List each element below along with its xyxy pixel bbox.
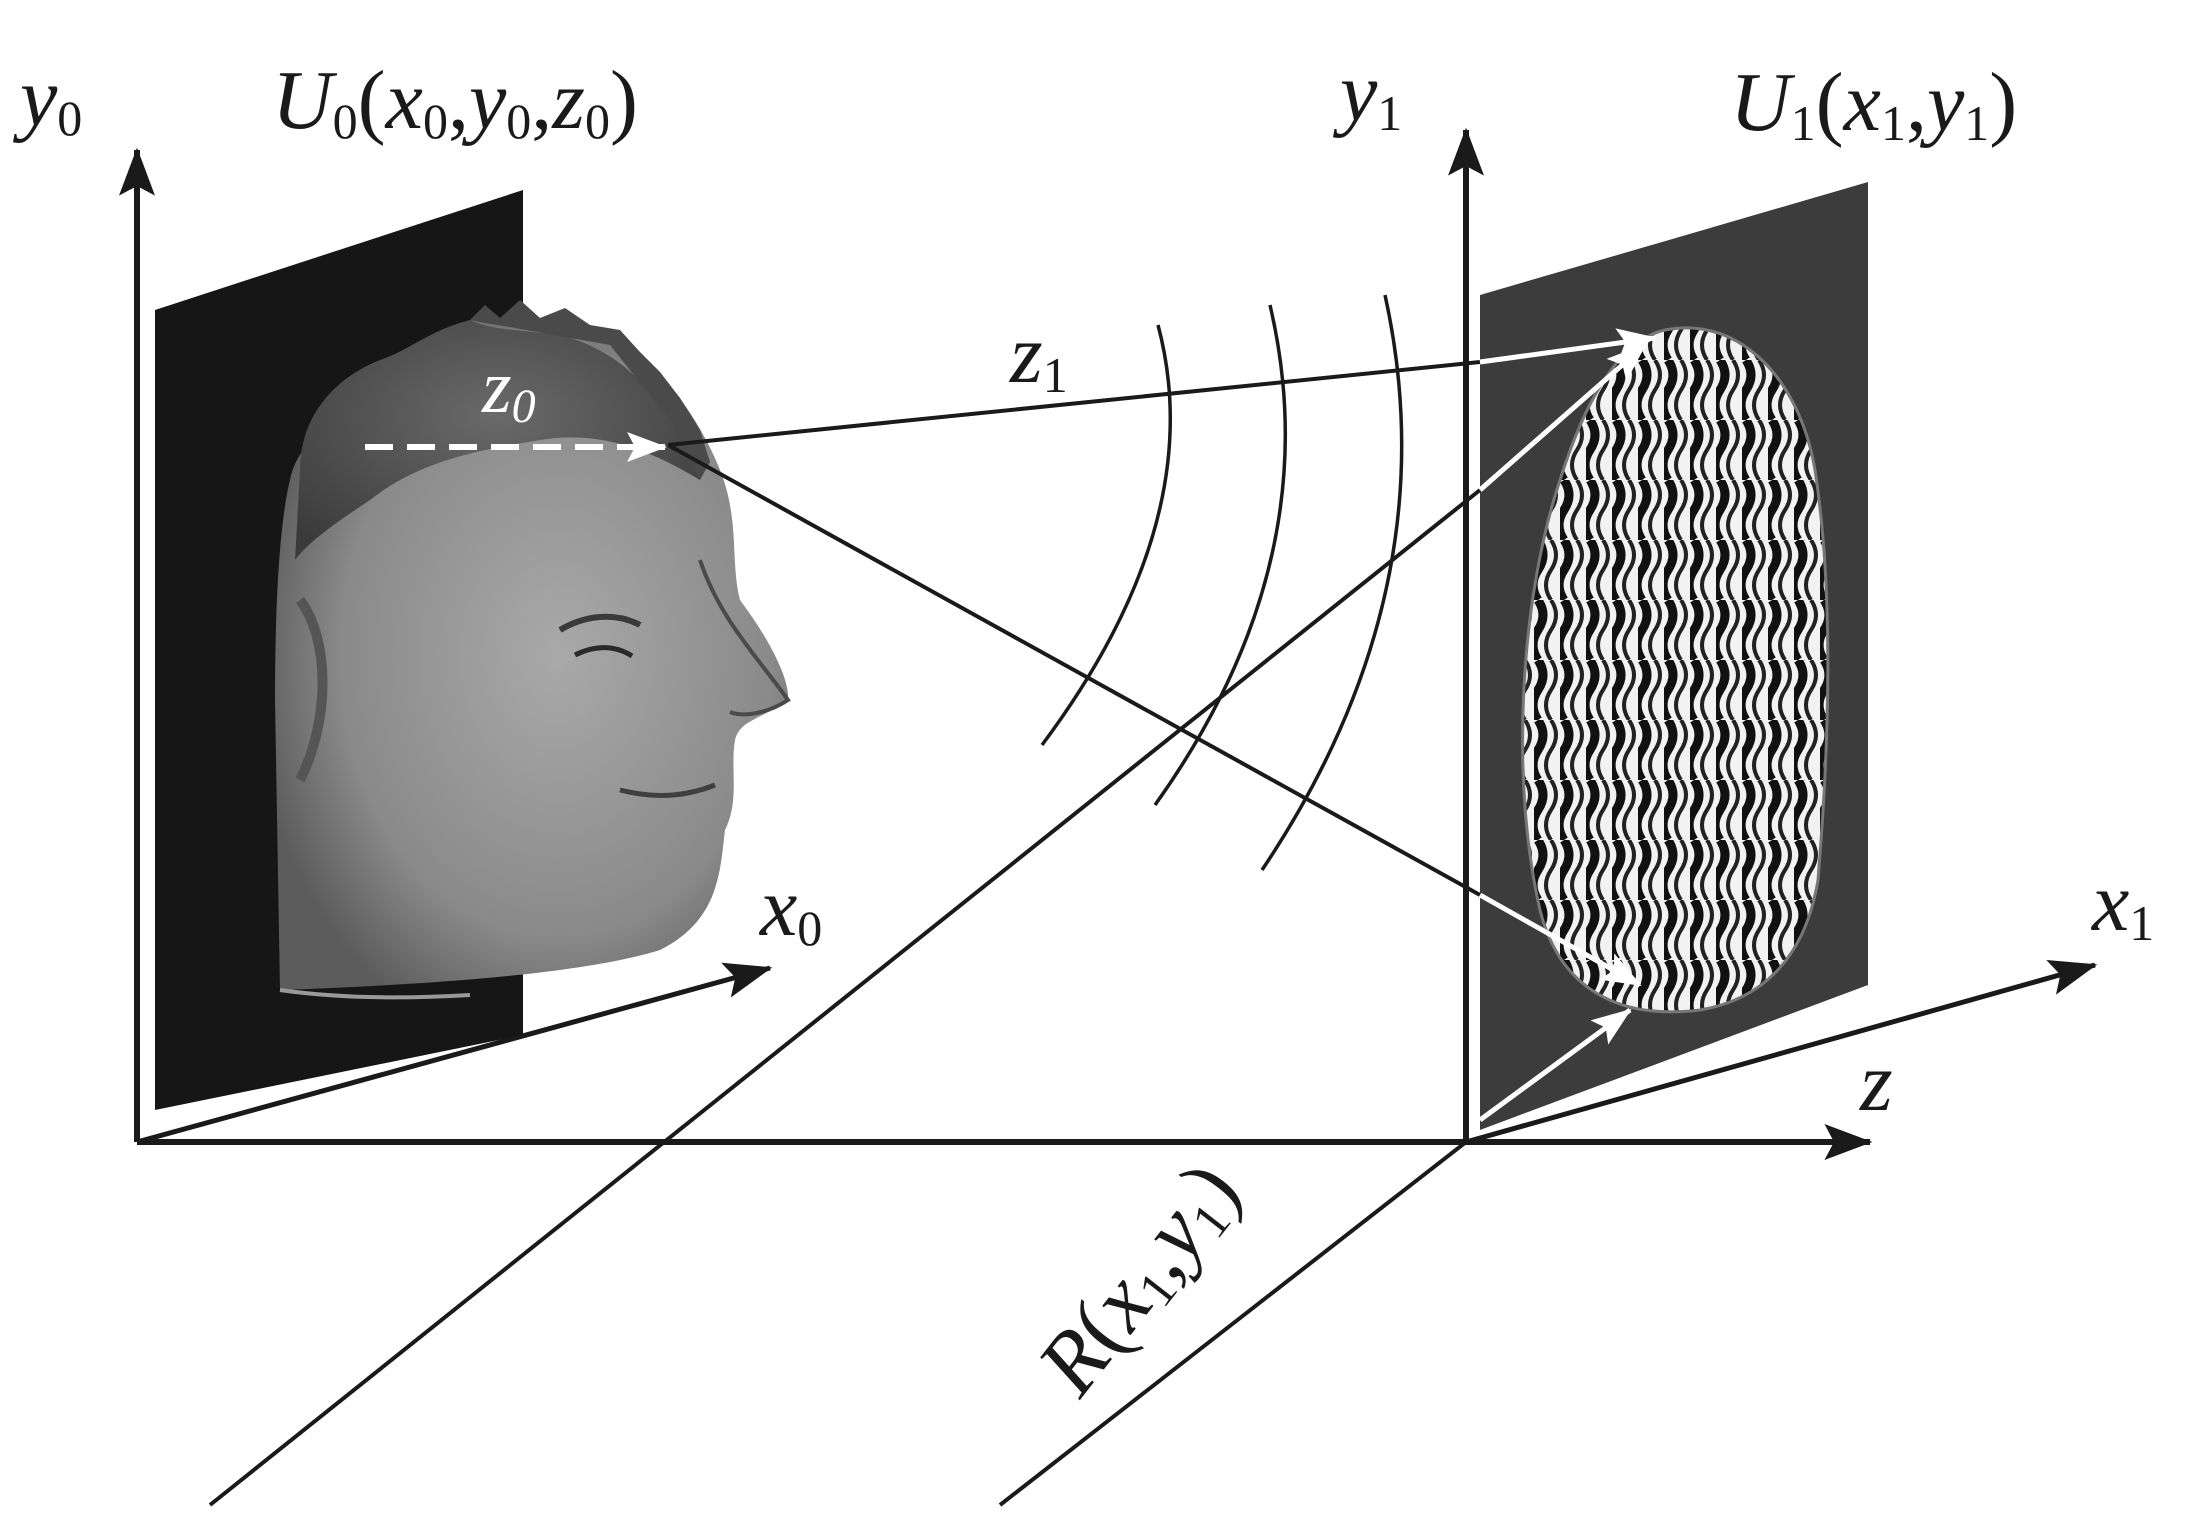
object-beams (667, 360, 1481, 897)
label-z: z (1859, 1036, 1893, 1129)
label-x1: x1 (2090, 856, 2154, 951)
label-z1: z1 (1009, 308, 1068, 403)
x1-axis (1465, 960, 2098, 1145)
reference-axis (998, 1140, 1468, 1507)
label-x0: x0 (758, 861, 822, 956)
face-profile-photo (275, 300, 791, 1000)
label-U1: U1(x1,y1) (1730, 56, 2017, 151)
label-U0: U0(x0,y0,z0) (272, 54, 638, 149)
label-z0: z0 (481, 345, 536, 433)
interference-fringe-pattern (1521, 326, 1830, 1014)
white-arrows (1478, 328, 1657, 1123)
wavefront-arcs (1040, 294, 1404, 871)
label-R: R(x1,y1) (1019, 1144, 1260, 1414)
label-y1: y1 (1332, 46, 1402, 141)
reference-beam (208, 488, 1482, 1507)
label-y0: y0 (12, 51, 82, 146)
axes (119, 127, 2098, 1507)
x0-axis (136, 962, 773, 1145)
